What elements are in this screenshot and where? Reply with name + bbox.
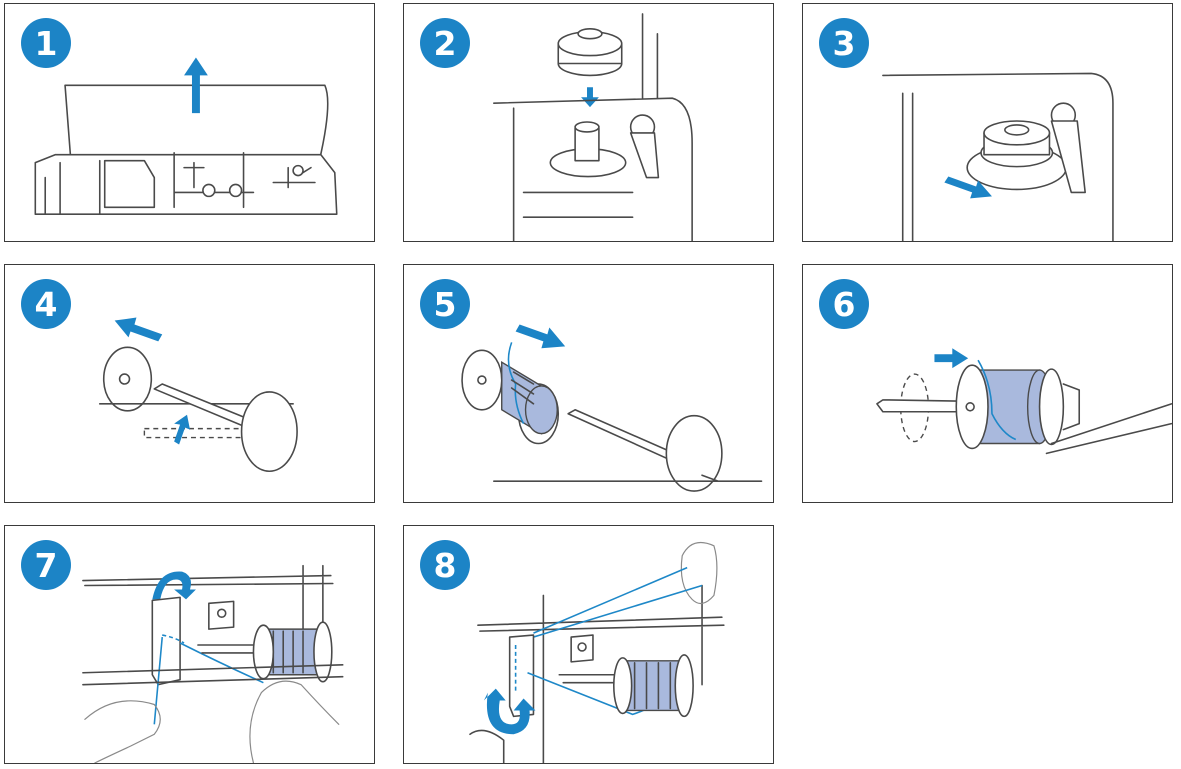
step-5-illustration [461, 324, 763, 492]
step-7-panel: 7 [4, 525, 375, 764]
step-4-panel: 4 [4, 264, 375, 503]
step-1-badge: 1 [21, 18, 71, 68]
step-6-illustration [876, 348, 1172, 455]
step-4-illustration [98, 317, 298, 473]
step-3-illustration [882, 72, 1114, 241]
step-5-badge: 5 [420, 279, 470, 329]
step-7-badge: 7 [21, 540, 71, 590]
step-8-badge: 8 [420, 540, 470, 590]
step-2-illustration [493, 13, 693, 241]
step-6-panel: 6 [802, 264, 1173, 503]
step-2-panel: 2 [403, 3, 774, 242]
step-4-badge: 4 [21, 279, 71, 329]
step-3-badge: 3 [819, 18, 869, 68]
step-7-illustration [82, 564, 344, 763]
step-3-panel: 3 [802, 3, 1173, 242]
step-1-panel: 1 [4, 3, 375, 242]
step-8-illustration [469, 541, 725, 763]
step-6-badge: 6 [819, 279, 869, 329]
step-2-badge: 2 [420, 18, 470, 68]
step-1-illustration [34, 57, 338, 216]
step-5-panel: 5 [403, 264, 774, 503]
step-8-panel: 8 [403, 525, 774, 764]
